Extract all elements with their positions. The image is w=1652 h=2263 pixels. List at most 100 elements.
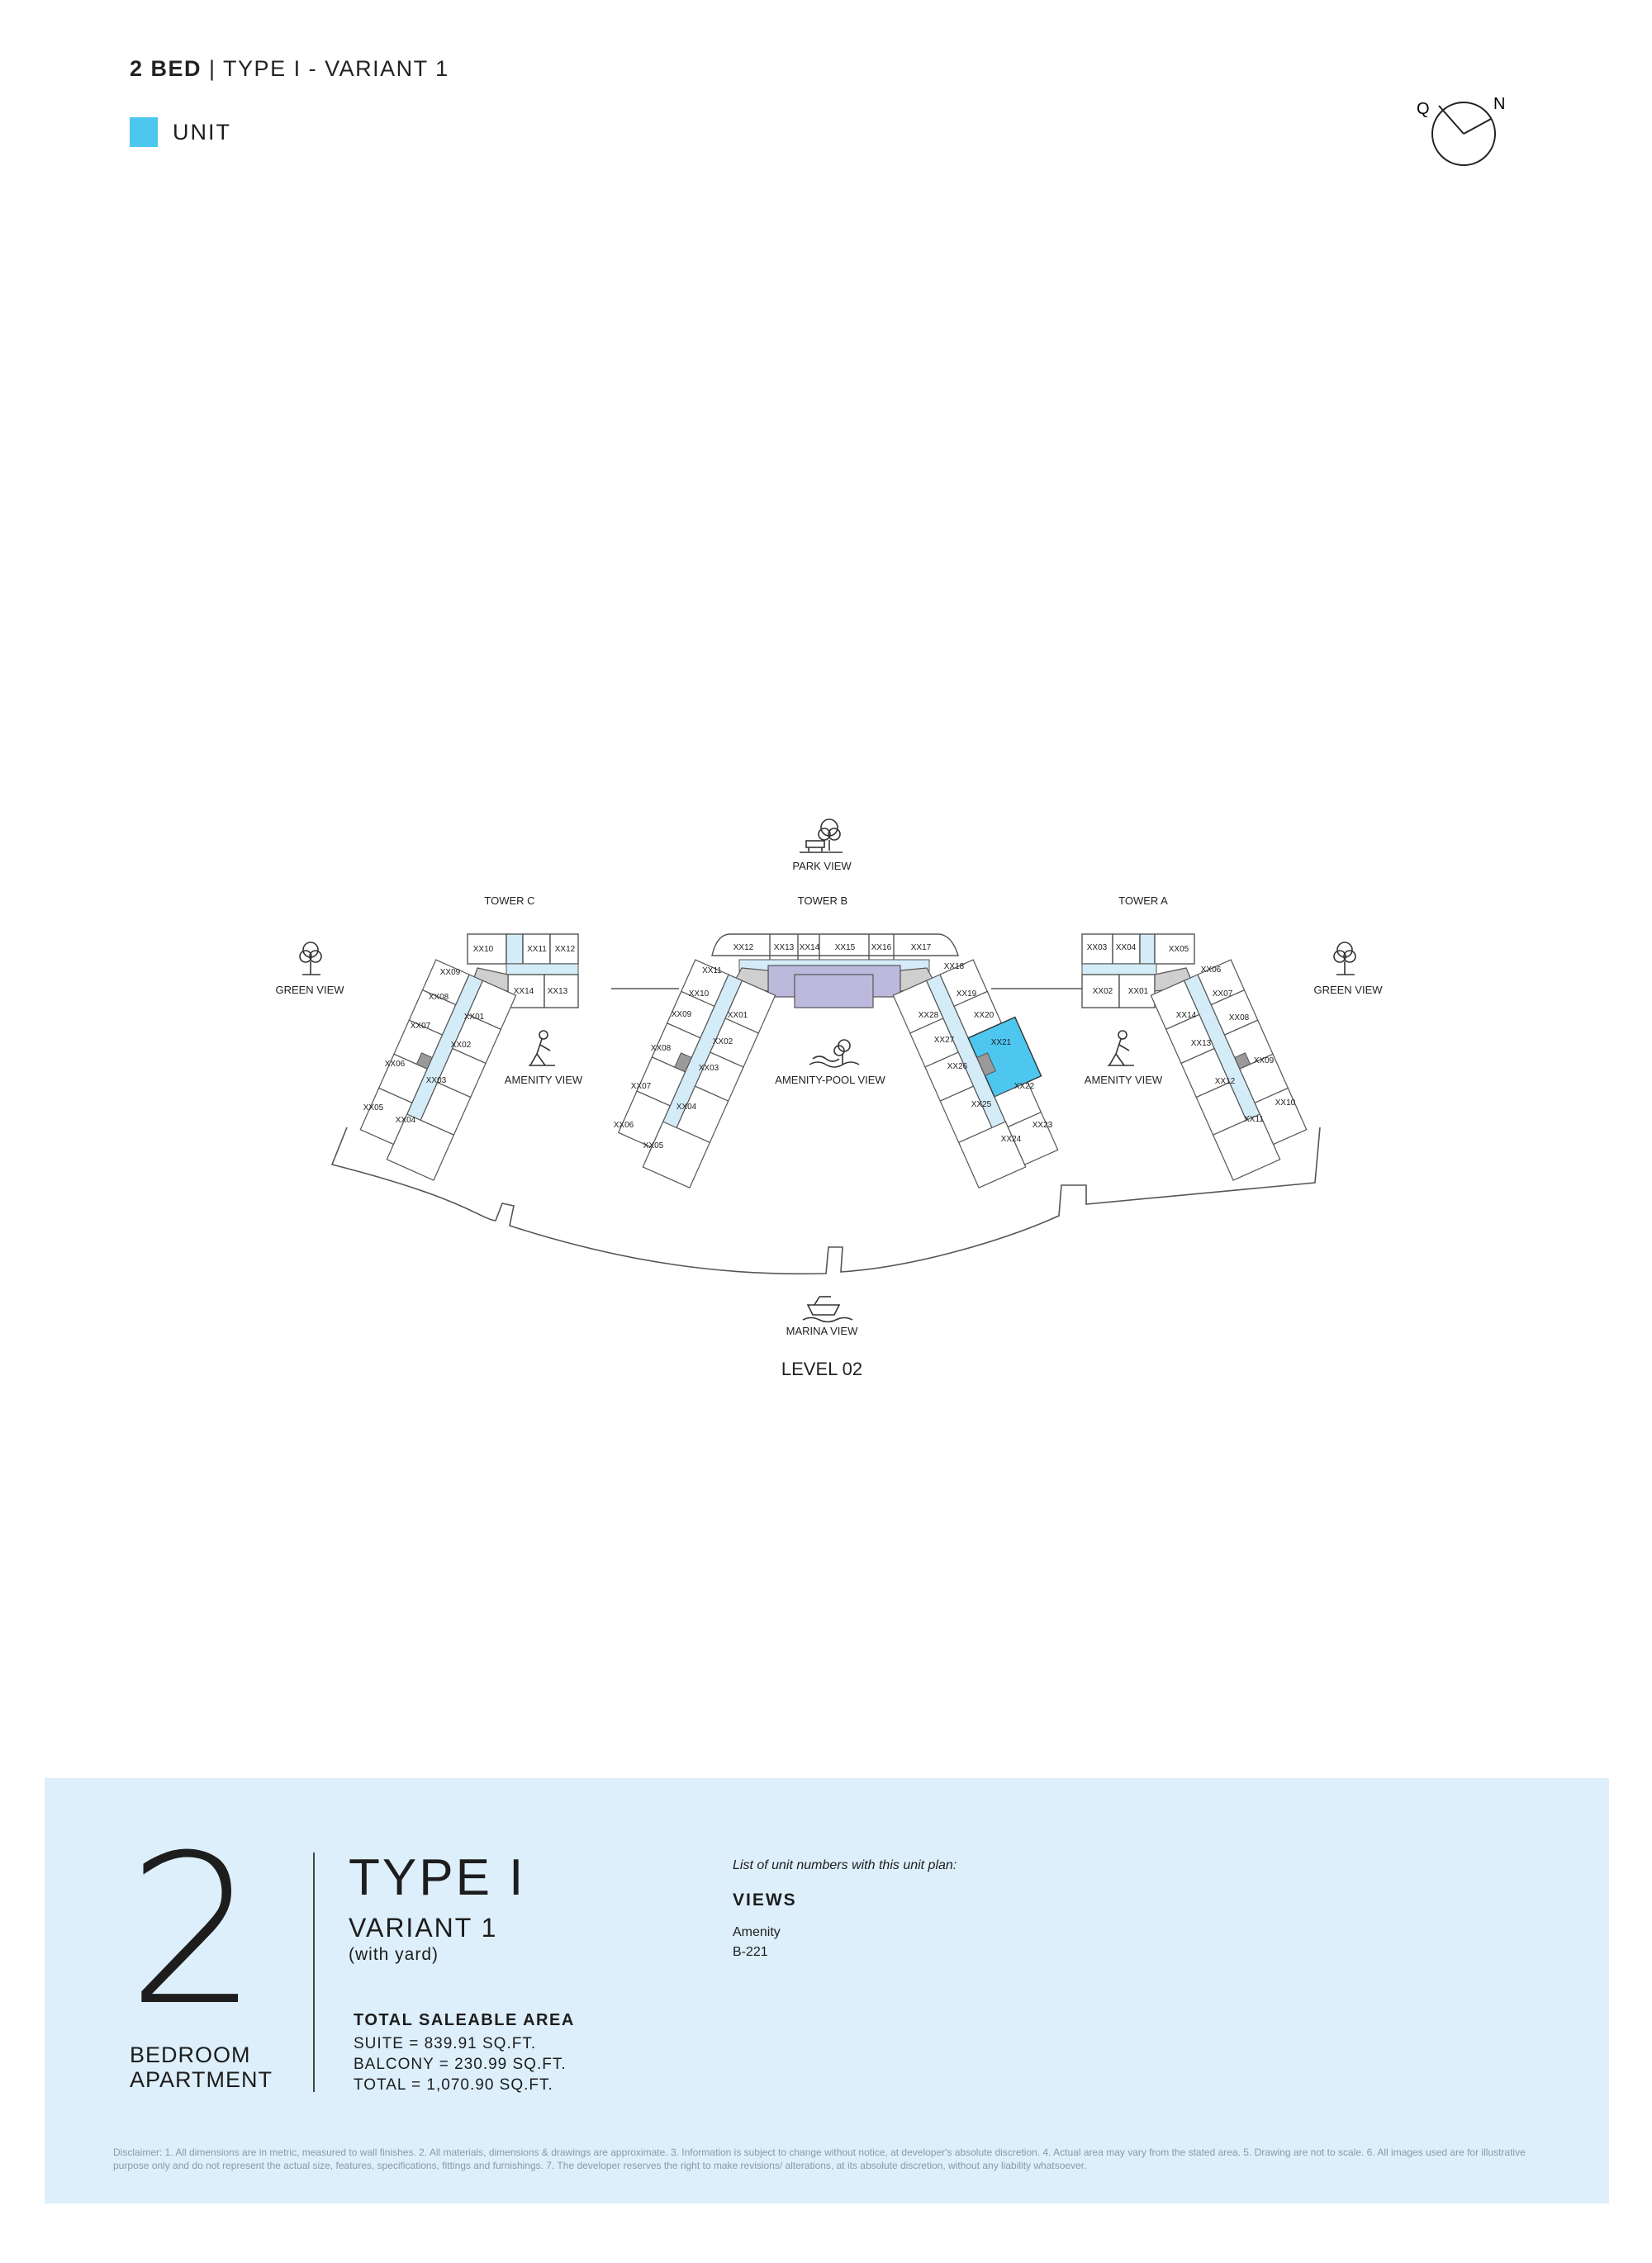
unit-label: XX23	[1032, 1121, 1053, 1130]
tower-c	[359, 933, 579, 1181]
site-plan: PARK VIEW GREEN VIEW GREEN VIEW AMENITY …	[275, 818, 1383, 1379]
unit-label: XX03	[426, 1076, 447, 1085]
unit-label: XX10	[689, 989, 710, 999]
unit-label: XX19	[957, 989, 977, 999]
info-panel: 2 BEDROOM APARTMENT TYPE I VARIANT 1 (wi…	[45, 1778, 1609, 2204]
unit-label: XX05	[1169, 945, 1189, 954]
unit-label: XX27	[934, 1036, 955, 1045]
unit-label: XX08	[1229, 1013, 1250, 1022]
bedroom-label: BEDROOM APARTMENT	[130, 2042, 273, 2092]
title-bold: 2 BED	[130, 56, 202, 81]
marina-view-label: MARINA VIEW	[786, 1325, 858, 1337]
pool-view-label: AMENITY-POOL VIEW	[775, 1074, 885, 1086]
amenity-view-left-label: AMENITY VIEW	[505, 1074, 583, 1086]
unit-label: XX11	[527, 945, 547, 954]
tower-a	[1081, 933, 1308, 1181]
unit-label: XX06	[614, 1121, 634, 1130]
boat-icon	[802, 1296, 853, 1323]
view-type: Amenity	[733, 1925, 781, 1939]
unit-label: XX21	[991, 1038, 1012, 1047]
unit-label: XX16	[871, 943, 892, 952]
unit-label: XX06	[385, 1060, 406, 1069]
compass-icon: Q N	[1417, 95, 1505, 166]
tsa-title: TOTAL SALEABLE AREA	[354, 2011, 575, 2029]
suite-area: SUITE = 839.91 SQ.FT.	[354, 2035, 537, 2052]
yard-note: (with yard)	[349, 1945, 439, 1964]
level-label: LEVEL 02	[781, 1359, 862, 1379]
unit-label: XX01	[728, 1011, 748, 1020]
variant-title: VARIANT 1	[349, 1913, 498, 1943]
unit-label: XX01	[1128, 987, 1149, 996]
legend-label: UNIT	[173, 119, 231, 145]
unit-label: XX13	[548, 987, 568, 996]
unit-label: XX11	[702, 966, 722, 975]
park-view-label: PARK VIEW	[792, 860, 852, 872]
unit-label: XX09	[440, 968, 461, 977]
unit-label: XX18	[944, 962, 965, 971]
unit-label: XX14	[800, 943, 820, 952]
unit-label: XX07	[411, 1022, 431, 1031]
compass-left-letter: Q	[1417, 100, 1430, 118]
disclaimer: Disclaimer: 1. All dimensions are in met…	[113, 2147, 1526, 2171]
bedroom-count: 2	[127, 1810, 259, 2051]
unit-swatch	[130, 117, 158, 147]
unit-label: XX12	[555, 945, 576, 954]
unit-label: XX13	[774, 943, 795, 952]
unit-label: XX14	[1176, 1011, 1197, 1020]
unit-label: XX03	[1087, 943, 1108, 952]
title-rest: | TYPE I - VARIANT 1	[202, 56, 449, 81]
unit-label: XX02	[713, 1037, 733, 1046]
unit-label: XX01	[464, 1013, 485, 1022]
unit-label: XX12	[1215, 1077, 1236, 1086]
unit-label: XX17	[911, 943, 932, 952]
green-view-right-label: GREEN VIEW	[1313, 984, 1383, 996]
bedroom-line2: APARTMENT	[130, 2067, 273, 2092]
unit-label: XX24	[1001, 1135, 1022, 1144]
tower-b	[617, 933, 1059, 1188]
divider	[313, 1853, 315, 2092]
unit-label: XX08	[429, 993, 449, 1002]
unit-label: XX09	[672, 1010, 692, 1019]
unit-label: XX08	[651, 1044, 672, 1053]
total-area: TOTAL = 1,070.90 SQ.FT.	[354, 2076, 553, 2094]
unit-label: XX14	[514, 987, 534, 996]
unit-label: XX28	[919, 1011, 939, 1020]
unit-label: XX07	[1213, 989, 1233, 999]
unit-label: XX03	[699, 1064, 719, 1073]
tree-icon-left	[299, 942, 322, 975]
tower-a-label: TOWER A	[1118, 894, 1168, 907]
page-title: 2 BED | TYPE I - VARIANT 1	[130, 56, 449, 82]
unit-label: XX22	[1014, 1082, 1035, 1091]
podium-outline	[330, 1127, 1321, 1275]
unit-label: XX02	[451, 1041, 472, 1050]
unit-label: XX04	[396, 1116, 416, 1125]
unit-label: XX02	[1093, 987, 1113, 996]
unit-number: B-221	[733, 1945, 768, 1959]
amenity-icon-right	[1108, 1030, 1134, 1066]
unit-label: XX09	[1254, 1056, 1275, 1065]
type-title: TYPE I	[349, 1849, 526, 1906]
unit-label: XX13	[1191, 1039, 1212, 1048]
bedroom-line1: BEDROOM	[130, 2042, 251, 2067]
unit-label: XX10	[1275, 1098, 1296, 1108]
unit-label: XX06	[1201, 965, 1222, 975]
compass-right-letter: N	[1493, 95, 1505, 113]
unit-label: XX04	[1116, 943, 1137, 952]
views-title: VIEWS	[733, 1891, 797, 1910]
unit-label: XX10	[473, 945, 494, 954]
tree-icon-right	[1333, 942, 1356, 975]
amenity-view-right-label: AMENITY VIEW	[1085, 1074, 1163, 1086]
unit-label: XX15	[835, 943, 856, 952]
unit-label: XX26	[947, 1062, 968, 1071]
unit-list-title: List of unit numbers with this unit plan…	[733, 1858, 957, 1872]
amenity-icon-left	[529, 1030, 555, 1066]
pool-icon	[809, 1039, 860, 1068]
unit-label: XX05	[643, 1141, 664, 1150]
legend: UNIT	[130, 117, 231, 147]
unit-label: XX04	[676, 1103, 697, 1112]
unit-label: XX05	[363, 1103, 384, 1113]
unit-label: XX20	[974, 1011, 995, 1020]
tower-c-label: TOWER C	[484, 894, 534, 907]
unit-label: XX12	[733, 943, 754, 952]
balcony-area: BALCONY = 230.99 SQ.FT.	[354, 2056, 567, 2073]
